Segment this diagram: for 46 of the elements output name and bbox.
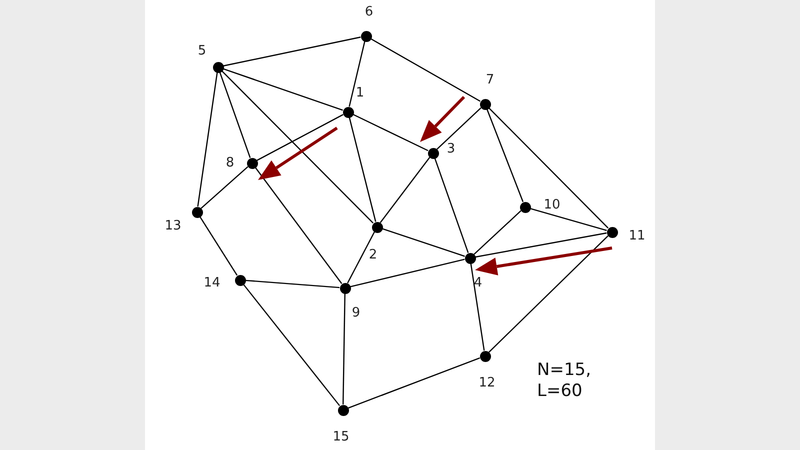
graph-link [221, 70, 374, 224]
graph-link [530, 208, 607, 232]
vertex-number: 3 [446, 142, 456, 156]
graph-link [488, 235, 608, 353]
network-stats-note: N=15, L=60 [537, 360, 592, 402]
vertex-number: 6 [364, 4, 374, 20]
graph-link [242, 284, 340, 406]
graph-link [470, 263, 485, 351]
graph-link [488, 107, 609, 229]
vertex-number: 8 [226, 156, 234, 170]
graph-link [223, 36, 361, 66]
graph-link [254, 167, 342, 284]
vertex-number: 2 [368, 248, 378, 262]
graph-link [200, 166, 248, 209]
vertex-number: 7 [486, 72, 494, 88]
graph-link [347, 232, 375, 284]
graph-link [380, 157, 430, 223]
graph-link [486, 108, 524, 202]
vertex-number: 10 [544, 198, 560, 212]
vertex-number: 9 [352, 306, 360, 320]
graph-link [370, 38, 481, 102]
graph-link [199, 216, 238, 276]
vertex-number: 1 [356, 86, 364, 100]
graph-link [475, 232, 607, 258]
graph-link [350, 258, 465, 288]
graph-link [348, 41, 366, 107]
vertex-number: 12 [478, 376, 496, 390]
graph-link [434, 158, 469, 254]
graph-link [245, 280, 340, 288]
graph-link [219, 72, 251, 158]
graph-link [474, 210, 522, 255]
graph-link [197, 72, 218, 207]
vertex-number: 14 [204, 276, 220, 290]
graph-link [256, 114, 344, 161]
graph-link [342, 293, 346, 405]
graph-link [348, 117, 376, 222]
graph-link [348, 357, 480, 409]
graph-link [382, 228, 465, 257]
graph-link [352, 114, 428, 152]
vertex-number: 5 [198, 44, 206, 58]
graph-link [436, 107, 482, 150]
vertex-number: 11 [628, 228, 646, 244]
vertex-number: 4 [474, 276, 482, 290]
graph-link [223, 68, 343, 111]
vertex-number: 15 [332, 430, 350, 444]
vertex-number: 13 [164, 218, 182, 234]
